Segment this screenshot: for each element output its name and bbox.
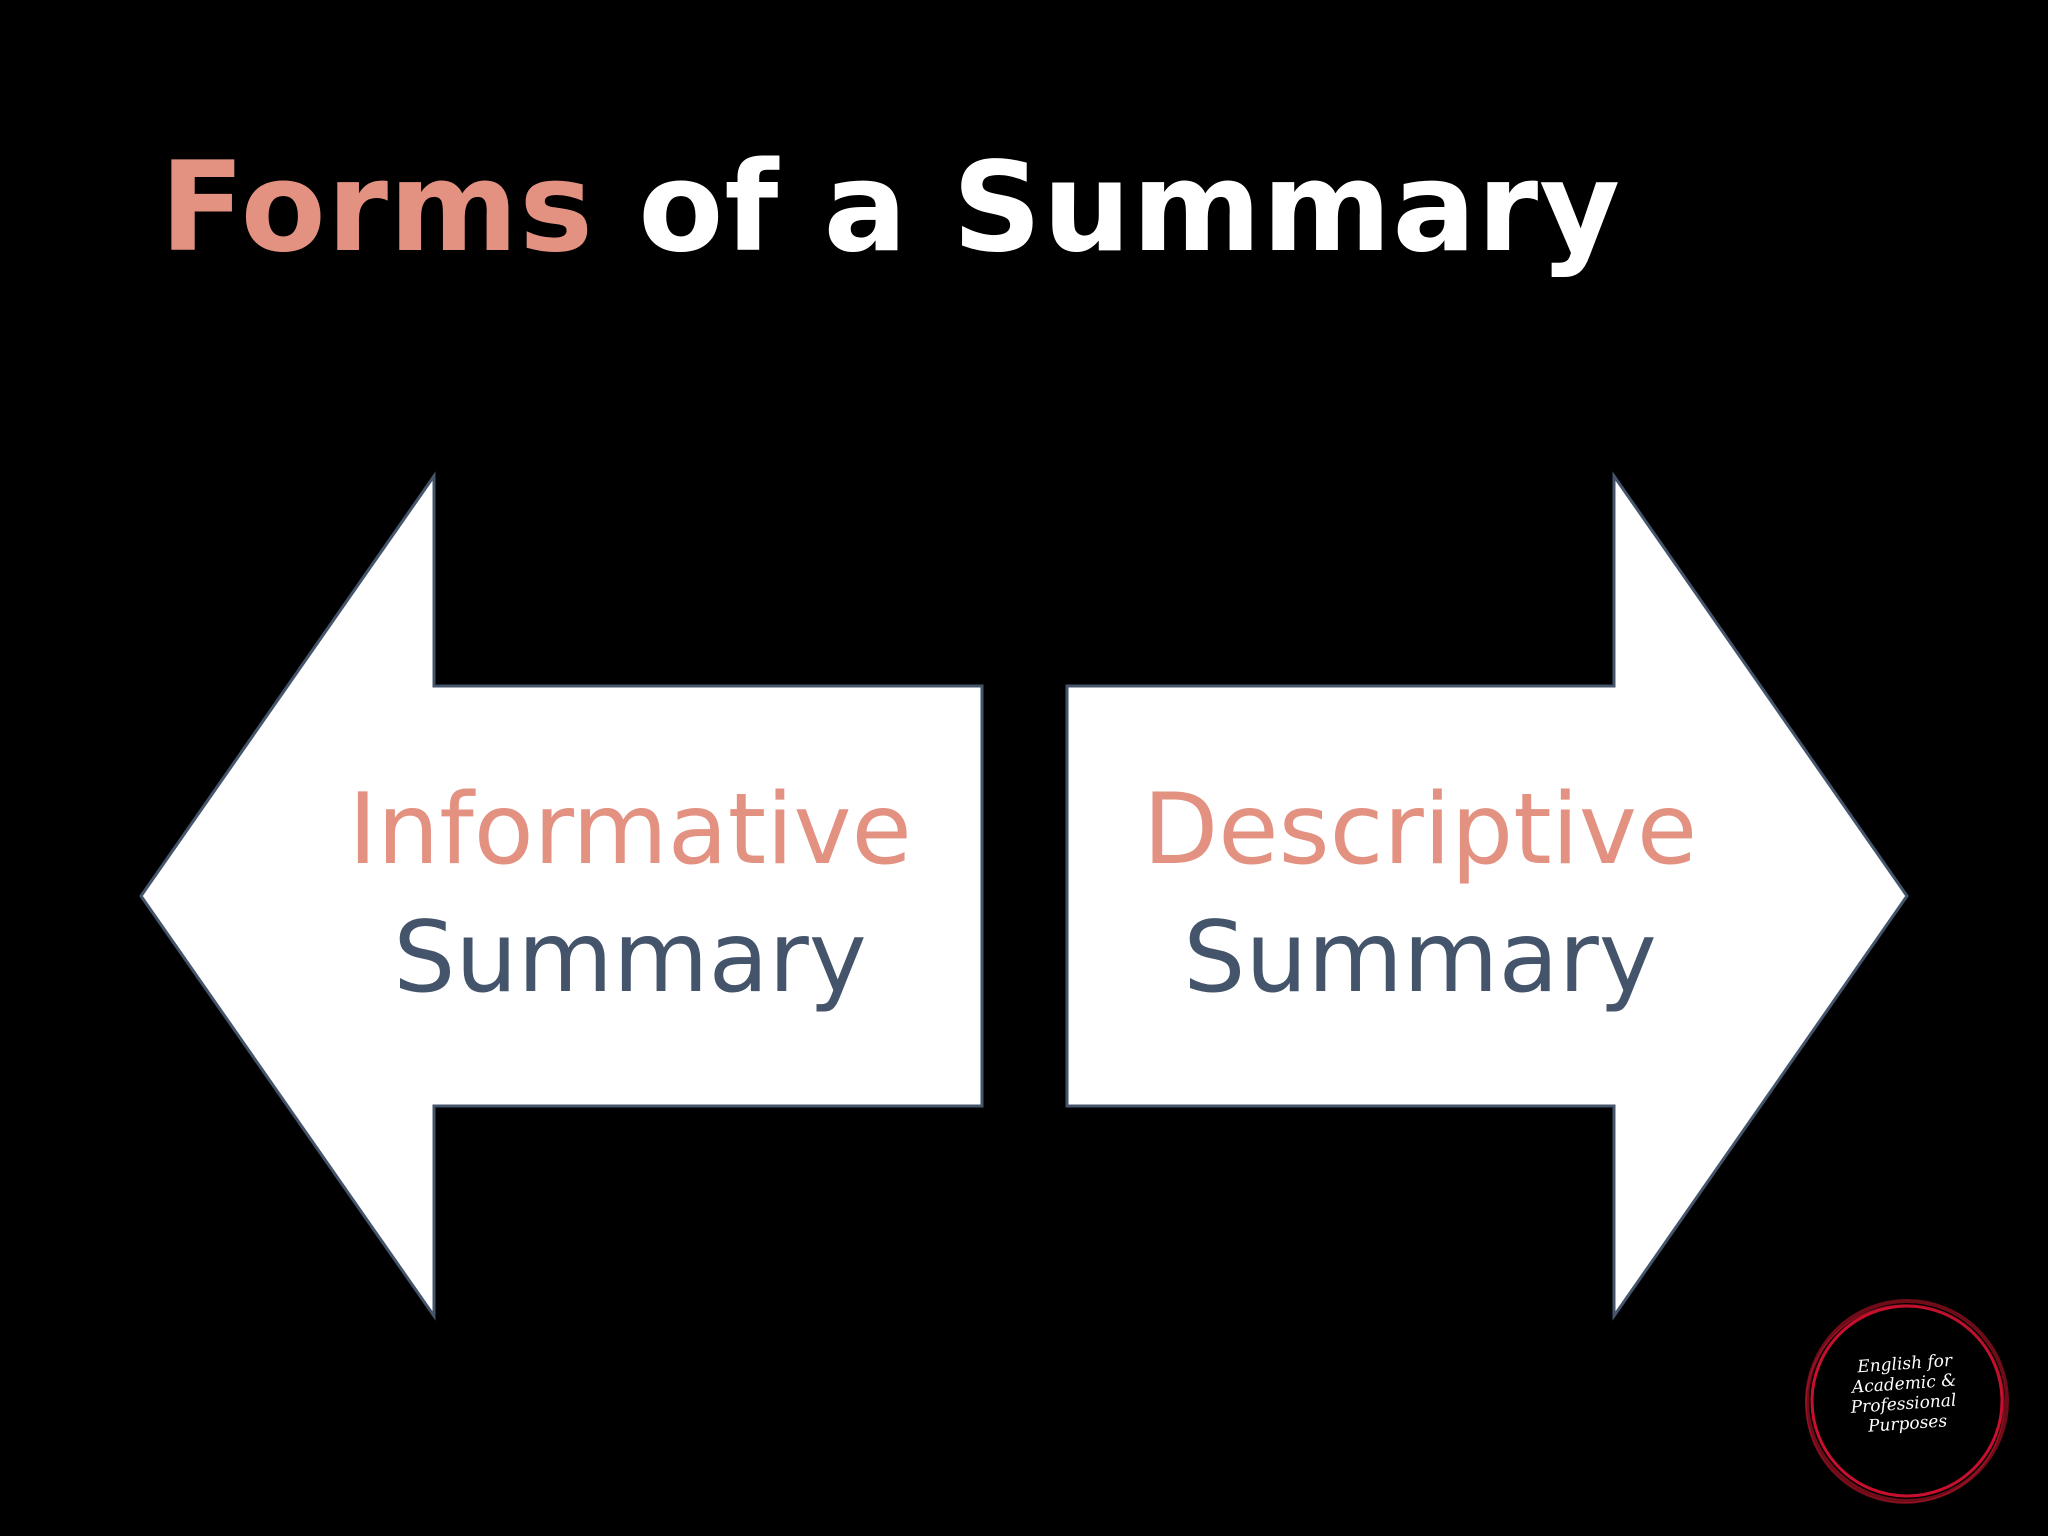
title-rest: of a Summary [594, 136, 1622, 280]
logo-badge: English for Academic & Professional Purp… [1802, 1296, 2012, 1506]
logo-ring-icon: English for Academic & Professional Purp… [1805, 1299, 2009, 1504]
left-arrow [139, 471, 984, 1321]
left-arrow-line2: Summary [393, 901, 867, 1015]
left-arrow-label: Informative Summary [340, 766, 920, 1022]
title-accent: Forms [160, 136, 595, 280]
right-arrow-line2: Summary [1183, 901, 1657, 1015]
right-arrow-line1: Descriptive [1142, 773, 1698, 887]
left-arrow-line1: Informative [348, 773, 912, 887]
right-arrow-label: Descriptive Summary [1120, 766, 1720, 1022]
page-title: Forms of a Summary [160, 140, 1621, 276]
right-arrow [1065, 471, 1909, 1321]
